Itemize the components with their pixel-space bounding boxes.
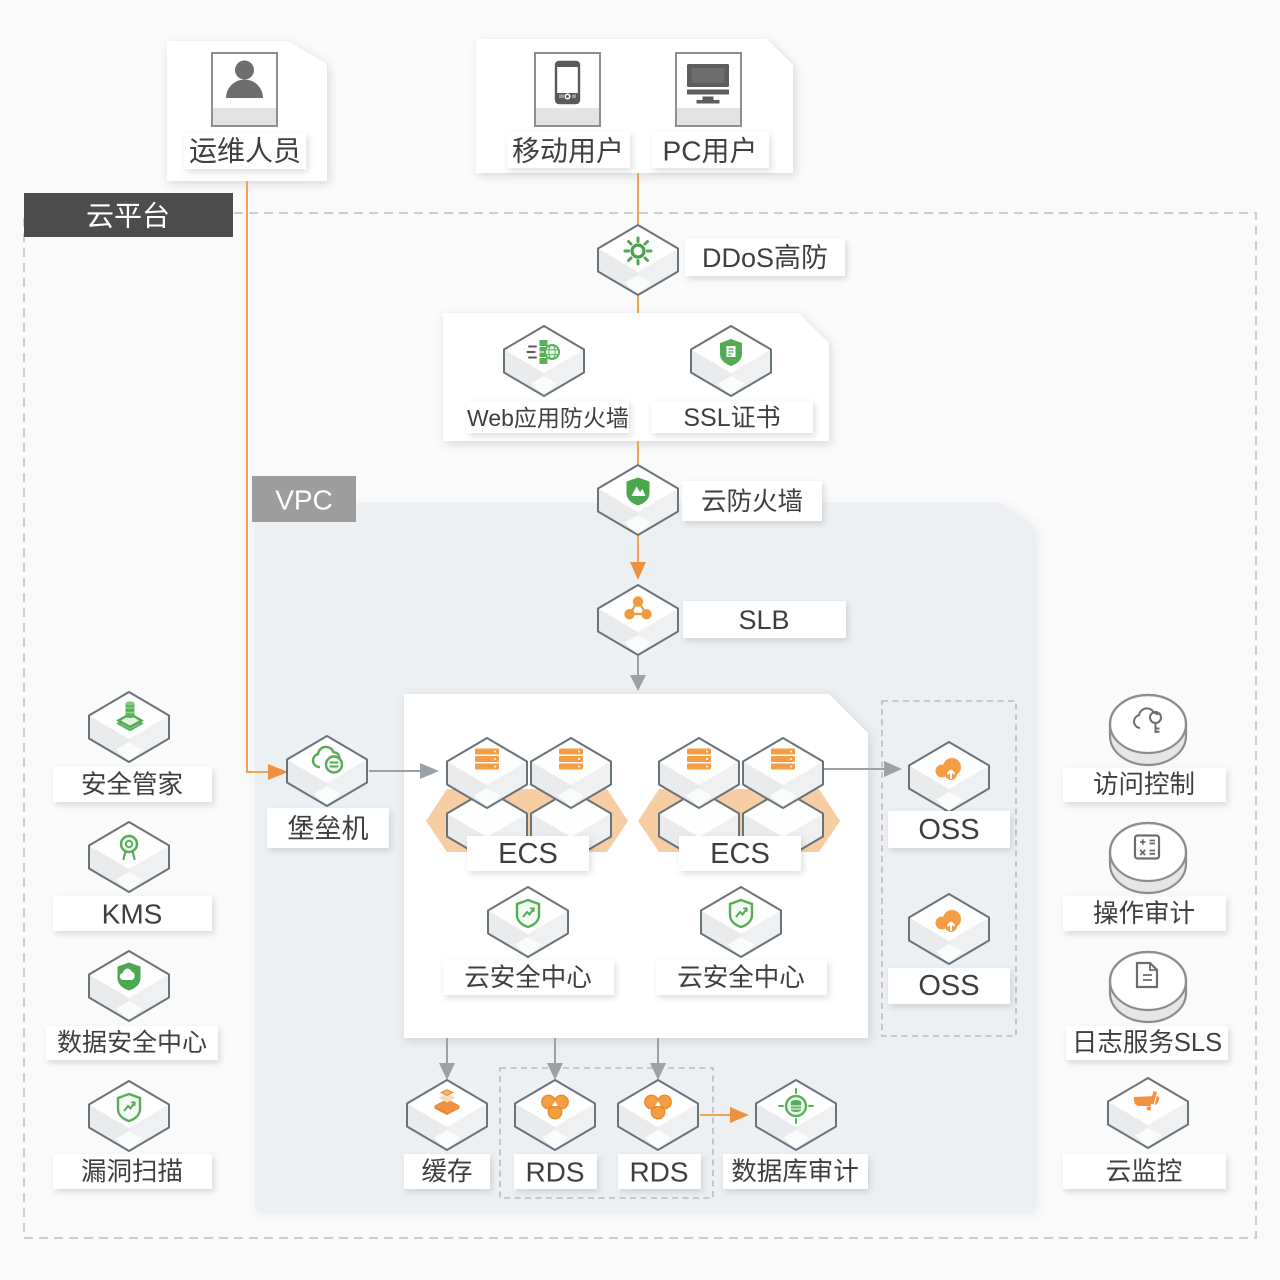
svg-text:缓存: 缓存: [421, 1158, 472, 1186]
svg-text:日志服务SLS: 日志服务SLS: [1072, 1029, 1222, 1057]
svg-text:RDS: RDS: [629, 1157, 688, 1188]
svg-text:云平台: 云平台: [86, 201, 170, 232]
svg-text:堡垒机: 堡垒机: [288, 814, 369, 844]
svg-text:VPC: VPC: [275, 485, 333, 516]
svg-text:安全管家: 安全管家: [81, 771, 183, 799]
svg-text:ECS: ECS: [498, 838, 558, 870]
svg-text:PC用户: PC用户: [663, 136, 758, 167]
svg-text:OSS: OSS: [918, 970, 979, 1002]
svg-text:访问控制: 访问控制: [1093, 771, 1195, 799]
svg-text:SSL证书: SSL证书: [683, 404, 780, 432]
svg-text:OSS: OSS: [918, 814, 979, 846]
svg-text:RDS: RDS: [525, 1157, 584, 1188]
svg-text:移动用户: 移动用户: [512, 136, 624, 167]
svg-text:运维人员: 运维人员: [189, 136, 301, 167]
svg-text:KMS: KMS: [102, 899, 163, 930]
svg-text:数据库审计: 数据库审计: [731, 1158, 859, 1186]
svg-text:ECS: ECS: [710, 838, 770, 870]
svg-text:云安全中心: 云安全中心: [464, 964, 592, 992]
svg-text:漏洞扫描: 漏洞扫描: [81, 1158, 183, 1186]
svg-text:DDoS高防: DDoS高防: [702, 243, 828, 273]
svg-text:SLB: SLB: [738, 605, 789, 635]
svg-text:云安全中心: 云安全中心: [677, 964, 805, 992]
svg-text:云监控: 云监控: [1106, 1158, 1183, 1186]
svg-text:数据安全中心: 数据安全中心: [57, 1029, 207, 1057]
svg-text:Web应用防火墙: Web应用防火墙: [467, 405, 629, 431]
svg-text:云防火墙: 云防火墙: [701, 488, 803, 516]
svg-text:操作审计: 操作审计: [1093, 900, 1195, 928]
